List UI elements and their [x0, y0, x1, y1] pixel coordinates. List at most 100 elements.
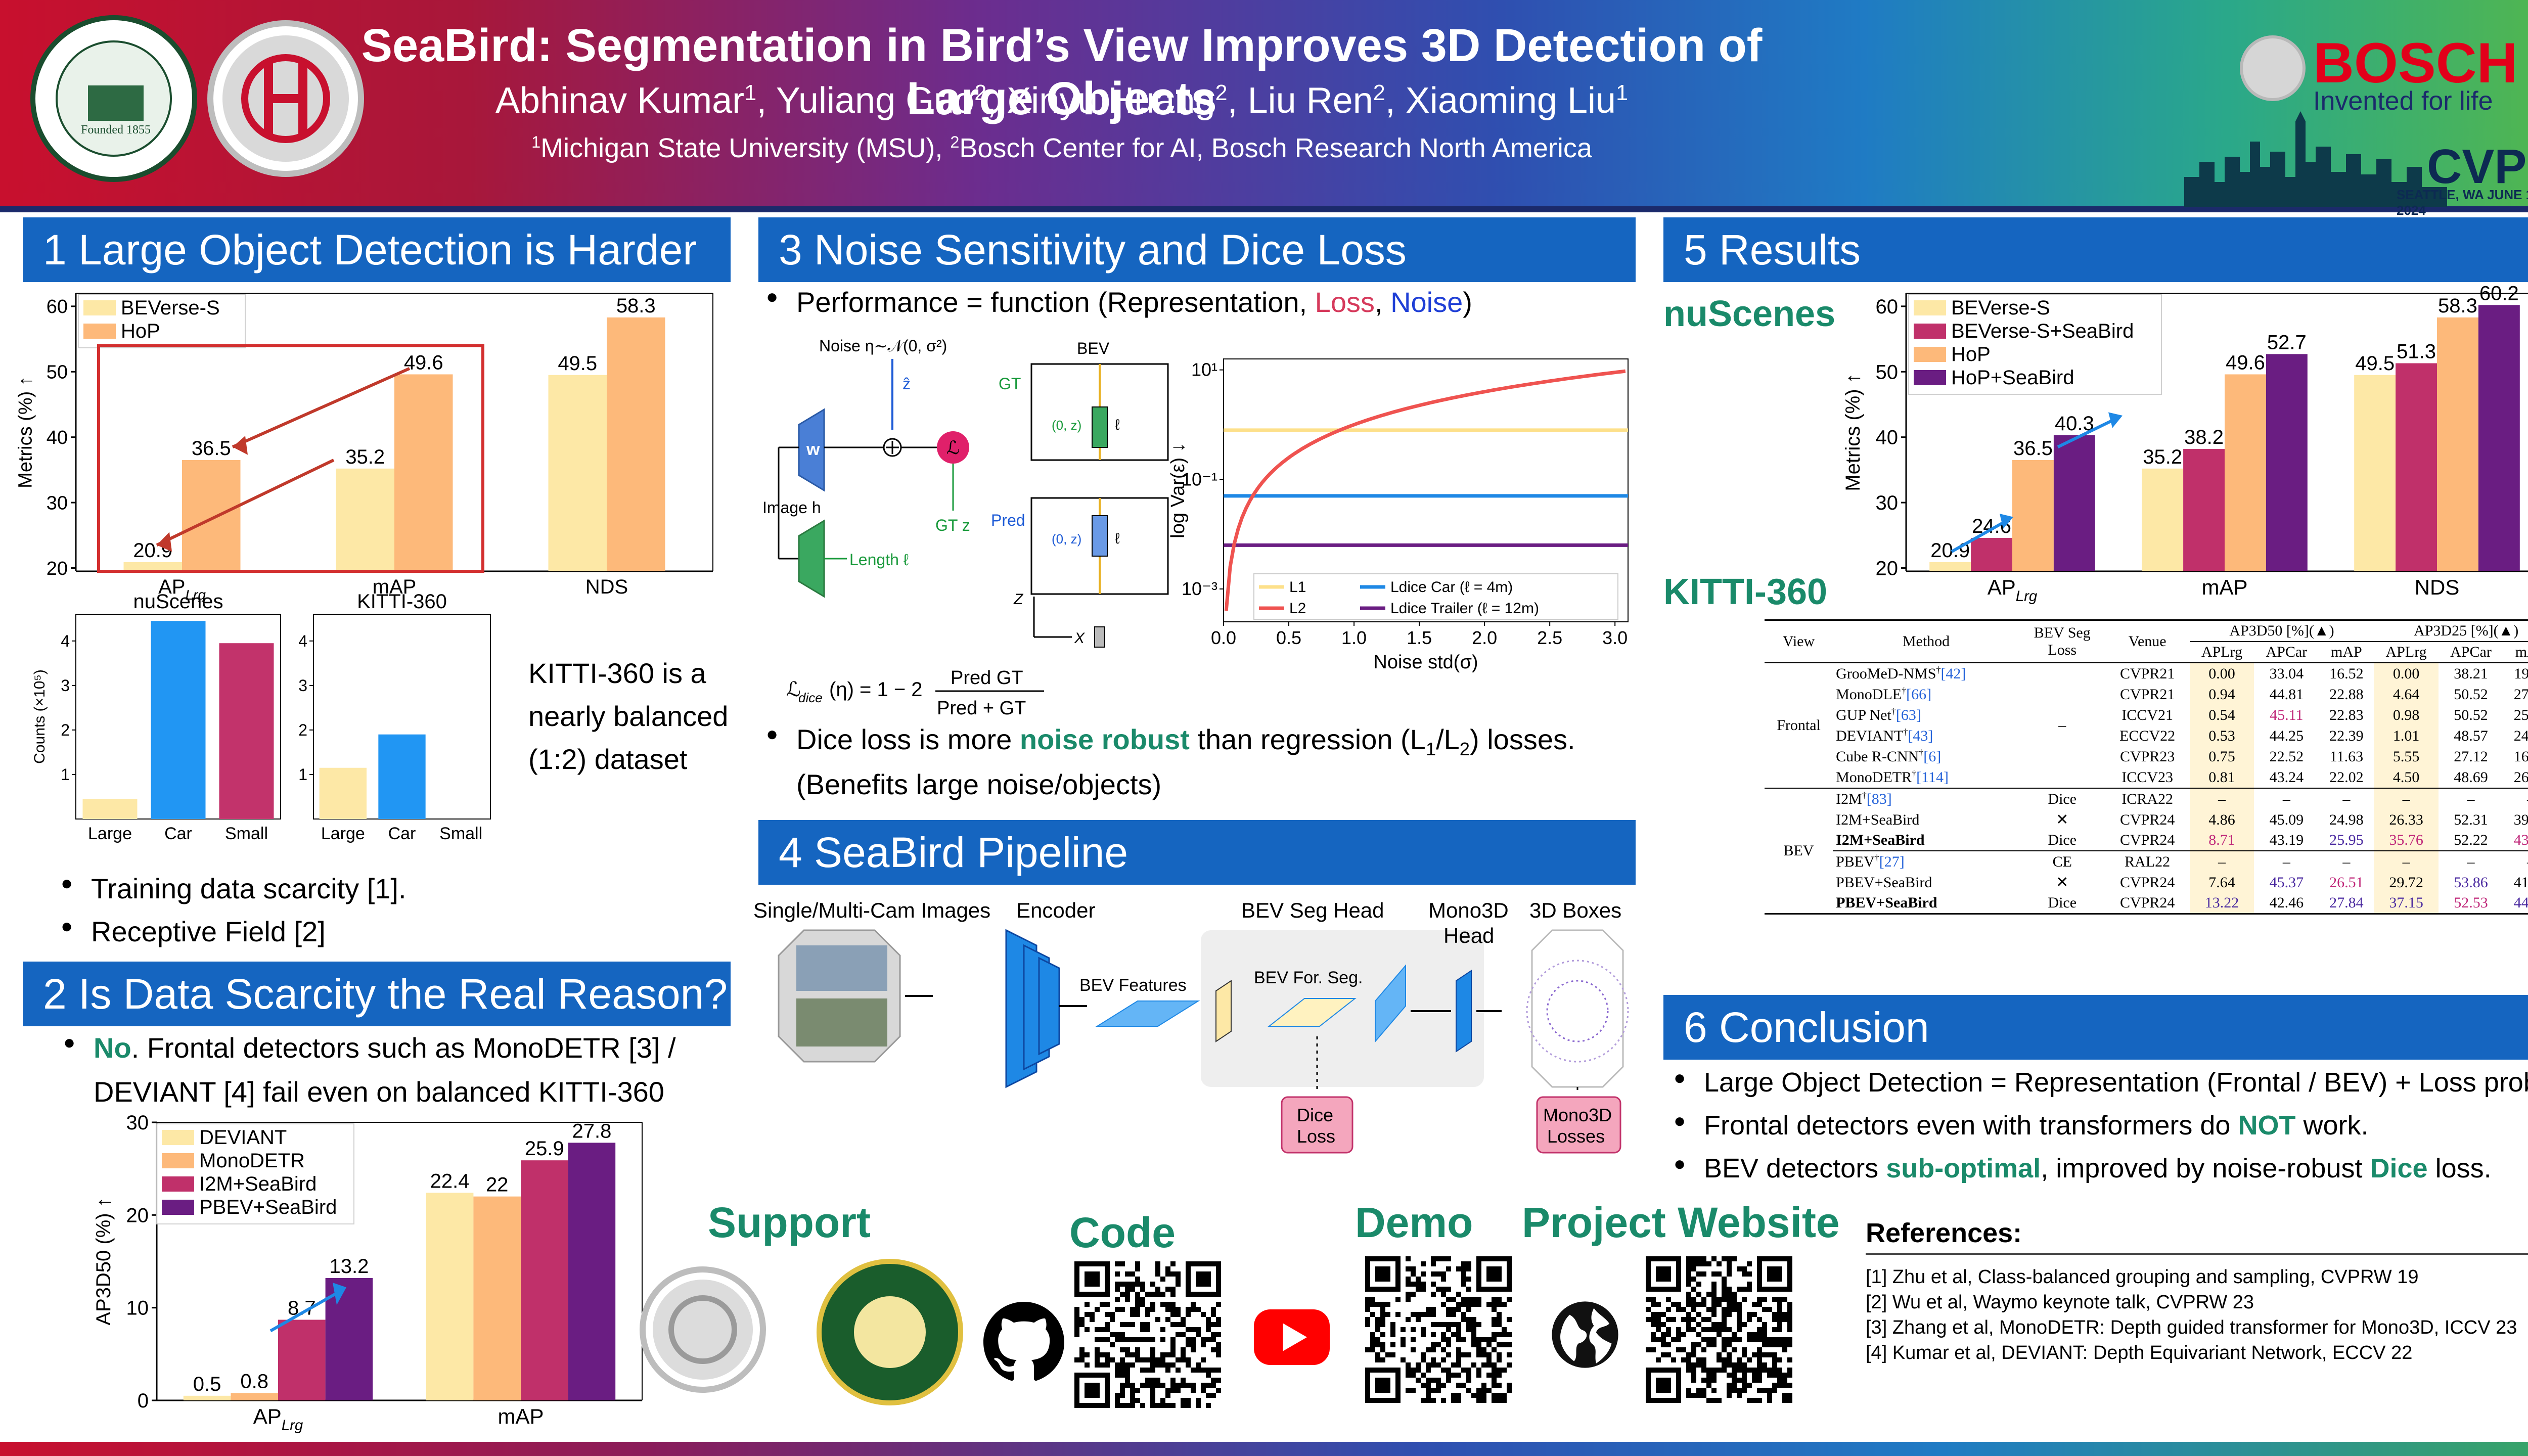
- youtube-icon[interactable]: [1251, 1299, 1332, 1375]
- y-tick-label: 10⁻¹: [1182, 469, 1217, 489]
- section-4-header: 4 SeaBird Pipeline: [758, 820, 1636, 885]
- qr-module: [1711, 1287, 1717, 1292]
- qr-module: [1140, 1282, 1145, 1287]
- qr-module: [1105, 1352, 1110, 1357]
- value-cell: 16.34: [2513, 748, 2528, 765]
- qr-module: [1105, 1302, 1110, 1307]
- qr-module: [1090, 1317, 1095, 1322]
- value-cell: 45.37: [2269, 874, 2304, 891]
- qr-module: [1742, 1352, 1747, 1357]
- qr-module: [1461, 1368, 1466, 1373]
- qr-module: [1651, 1297, 1656, 1302]
- qr-module: [1686, 1368, 1691, 1373]
- chart-title: nuScenes: [133, 592, 223, 613]
- qr-module: [1160, 1327, 1165, 1332]
- length-label: Length ℓ: [849, 551, 909, 569]
- value-cell: 8.71: [2189, 830, 2254, 851]
- qr-module: [1160, 1383, 1165, 1388]
- qr-module: [1150, 1388, 1155, 1393]
- qr-module: [1446, 1342, 1451, 1347]
- qr-module: [1476, 1352, 1481, 1357]
- website-qr-code[interactable]: [1646, 1256, 1792, 1403]
- qr-module: [1416, 1368, 1421, 1373]
- bar: [521, 1160, 568, 1400]
- y-axis-label: log Var(ε) ↓: [1168, 442, 1189, 538]
- gt-ell: ℓ: [1115, 417, 1120, 433]
- affiliation-number: 1: [531, 133, 541, 151]
- qr-module: [1711, 1373, 1717, 1378]
- value-cell: 48.57: [2454, 727, 2488, 744]
- qr-module: [1431, 1312, 1436, 1317]
- x-tick-label: mAP: [2201, 575, 2247, 599]
- qr-module: [1130, 1403, 1135, 1408]
- qr-module: [1777, 1337, 1782, 1342]
- globe-icon[interactable]: [1550, 1299, 1620, 1370]
- qr-module: [1772, 1362, 1777, 1368]
- qr-module: [1676, 1327, 1681, 1332]
- qr-module: [1696, 1388, 1701, 1393]
- qr-module: [1115, 1332, 1120, 1337]
- qr-module: [1426, 1388, 1431, 1393]
- qr-module: [1711, 1368, 1717, 1373]
- qr-module: [1711, 1282, 1717, 1287]
- bar-value-label: 58.3: [616, 295, 656, 317]
- qr-module: [1461, 1383, 1466, 1388]
- qr-module: [1150, 1302, 1155, 1307]
- qr-module: [1130, 1398, 1135, 1403]
- qr-module: [1206, 1327, 1211, 1332]
- qr-module: [1176, 1357, 1181, 1362]
- qr-module: [1380, 1342, 1385, 1347]
- qr-module: [1125, 1373, 1130, 1378]
- qr-module: [1120, 1388, 1125, 1393]
- demo-qr-code[interactable]: [1365, 1256, 1512, 1403]
- qr-module: [1176, 1307, 1181, 1312]
- x-tick-label: Large: [88, 824, 132, 843]
- qr-module: [1502, 1398, 1507, 1403]
- qr-module: [1787, 1383, 1792, 1388]
- qr-module: [1431, 1362, 1436, 1368]
- qr-module: [1757, 1337, 1762, 1342]
- qr-module: [1370, 1312, 1375, 1317]
- qr-module: [1507, 1388, 1512, 1393]
- value-cell: 41.79: [2513, 874, 2528, 891]
- github-icon[interactable]: [983, 1302, 1064, 1383]
- method-cell: MonoDETR†[114]: [1833, 767, 2019, 788]
- qr-module: [1135, 1388, 1140, 1393]
- qr-module: [1696, 1261, 1701, 1266]
- method-citation: [114]: [1916, 769, 1949, 786]
- qr-module: [1681, 1307, 1686, 1312]
- qr-module: [1691, 1317, 1696, 1322]
- qr-module: [1782, 1378, 1787, 1383]
- qr-module: [1211, 1393, 1216, 1398]
- qr-module: [1375, 1302, 1380, 1307]
- qr-module: [1717, 1322, 1722, 1327]
- reference-4: [4] Kumar et al, DEVIANT: Depth Equivari…: [1866, 1342, 2413, 1363]
- code-qr-code[interactable]: [1074, 1261, 1221, 1408]
- bar-value-label: 52.7: [2267, 331, 2307, 353]
- qr-module: [1722, 1357, 1727, 1362]
- qr-module: [1426, 1398, 1431, 1403]
- qr-module: [1074, 1317, 1079, 1322]
- perf-sep: ,: [1374, 286, 1391, 318]
- value-cell: –: [2342, 853, 2351, 870]
- qr-module: [1502, 1368, 1507, 1373]
- qr-module: [1691, 1287, 1696, 1292]
- qr-module: [1747, 1261, 1752, 1266]
- qr-module: [1696, 1312, 1701, 1317]
- qr-module: [1507, 1332, 1512, 1337]
- qr-module: [1120, 1322, 1125, 1327]
- qr-module: [1727, 1292, 1732, 1297]
- qr-module: [1165, 1287, 1170, 1292]
- qr-module: [1701, 1256, 1706, 1261]
- qr-module: [1686, 1362, 1691, 1368]
- qr-module: [1401, 1327, 1406, 1332]
- value-cell: –: [2374, 788, 2439, 809]
- trend-arrow: [269, 1288, 345, 1333]
- qr-module: [1787, 1393, 1792, 1398]
- qr-module: [1466, 1266, 1471, 1271]
- qr-module: [1120, 1261, 1125, 1266]
- length-head-block: [798, 519, 825, 598]
- qr-module: [1686, 1282, 1691, 1287]
- bar-value-label: 49.6: [404, 351, 443, 374]
- qr-module: [1762, 1307, 1767, 1312]
